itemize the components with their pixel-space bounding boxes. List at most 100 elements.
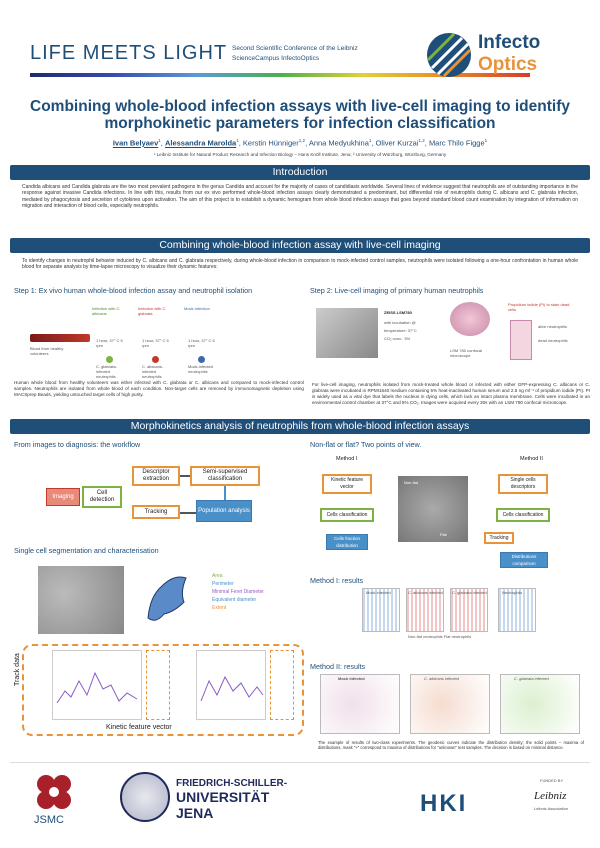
r1-panel-glabrata: [450, 588, 488, 632]
alive-label: alive neutrophils: [538, 324, 567, 329]
workflow-title: From images to diagnosis: the workflow: [14, 440, 141, 449]
leibniz-logo: Leibniz: [534, 790, 567, 802]
cell-shape-image: [140, 568, 192, 628]
blood-label: Blood from healthy volunteers: [30, 346, 64, 356]
author-3-sup: 1,2: [298, 138, 306, 143]
author-6: Marc Thilo Figge: [428, 138, 485, 148]
r1-label-glabrata: C. glabrata infected: [452, 590, 487, 595]
r1-panel-neutrophils: [498, 588, 536, 632]
m1-kinetic-box: Kinetic feature vector: [322, 474, 372, 494]
track-line-1-icon: [56, 671, 138, 704]
r2-panel-albicans: [410, 674, 490, 734]
section-morphokinetics-header: Morphokinetics analysis of neutrophils f…: [10, 419, 590, 434]
author-6-sup: 1: [484, 138, 488, 143]
m2-tracking-box: Tracking: [484, 532, 514, 544]
leibniz-sub: Leibniz Association: [534, 806, 569, 811]
r1-label-albicans: C. albicans infected: [408, 590, 443, 595]
cond-2: temperature: 37°C: [384, 328, 417, 333]
r2-panel-glabrata: [500, 674, 580, 734]
results1-title: Method I: results: [310, 576, 364, 585]
step-1-marker: [106, 356, 113, 363]
m2-descriptors-box: Single cells descriptors: [498, 474, 548, 494]
author-5-sup: 1,2: [418, 138, 425, 143]
pi-label: Propidium iodide (PI) to stain dead cell…: [508, 302, 570, 312]
r1-legend: Non-flat neutrophils Flat neutrophils: [408, 634, 472, 639]
step2-title: Step 2: Live-cell imaging of primary hum…: [310, 286, 484, 295]
step1-text: Human whole blood from healthy volunteer…: [14, 380, 304, 397]
dead-label: dead neutrophils: [538, 338, 568, 343]
cells-image: [510, 320, 532, 360]
r1-panel-mock: [362, 588, 400, 632]
m2-class-box: Cells classification: [496, 508, 550, 522]
step1-result-2: C. albicans-infected neutrophils: [142, 364, 164, 379]
desc-area: Area: [212, 573, 223, 579]
track-data-label: Track data: [14, 653, 21, 686]
jsmc-text: JSMC: [34, 814, 64, 826]
title-line-2: morphokinetic parameters for infection c…: [104, 115, 496, 132]
poster-title: Combining whole-blood infection assays w…: [10, 98, 590, 132]
results2-caption: The example of results of two-class expe…: [318, 740, 584, 751]
step1-incub-3: 1 hour, 37° C 5 rpm: [188, 338, 215, 348]
wf-cell-detection: Cell detection: [82, 486, 122, 508]
method2-label: Method II: [520, 456, 543, 462]
author-4-sup: 1: [368, 138, 372, 143]
step2-diagram: ZEISS LSM780 with incubation @ temperatu…: [312, 298, 590, 380]
step1-result-3: Mock-infected neutrophils: [188, 364, 213, 374]
nonflat-flat-cells-image: [398, 476, 468, 542]
r1-panel-albicans: [406, 588, 444, 632]
affiliations: ¹ Leibniz Institute for Natural Product …: [153, 152, 447, 157]
nonflat-cell-label: Non-flat: [404, 480, 419, 485]
rainbow-bar: [30, 73, 530, 77]
seg-title: Single cell segmentation and characteris…: [14, 546, 159, 555]
infectooptics-mark-icon: [426, 32, 472, 78]
step1-diagram: Blood from healthy volunteers Infection …: [20, 298, 290, 379]
r1-label-mock: Mock infected: [366, 590, 391, 595]
wf-descriptor: Descriptor extraction: [132, 466, 180, 486]
step1-result-1: C. glabrata-infected neutrophils: [96, 364, 117, 379]
footer-divider: [10, 762, 590, 763]
track-plot-2: [196, 650, 266, 720]
method1-label: Method I: [336, 456, 358, 462]
wf-tracking: Tracking: [132, 505, 180, 519]
desc-feret: Minimal Feret Diameter: [212, 589, 264, 595]
hki-logo: HKI: [420, 790, 468, 817]
results1-charts: Mock infected C. albicans infected C. gl…: [362, 588, 542, 640]
fsu-seal: [120, 772, 170, 822]
step1-incub-1: 1 hour, 37° C 5 rpm: [96, 338, 123, 348]
section-combining-header: Combining whole-blood infection assay wi…: [10, 238, 590, 253]
results2-title: Method II: results: [310, 662, 366, 671]
r1-label-neutrophils: Neutrophils: [502, 590, 523, 595]
cond-3: CO₂ conc.: 5%: [384, 336, 411, 341]
desc-perimeter: Perimeter: [212, 581, 234, 587]
step1-label-3: Mock-infection: [184, 306, 210, 311]
step1-label-2: Infection with C. glabrata: [138, 306, 167, 316]
step1-label-1: Infection with C. albicans: [92, 306, 121, 316]
cond-1: with incubation @: [384, 320, 416, 325]
fsu-line-2: UNIVERSITÄT: [176, 789, 270, 805]
r2-panel-mock: [320, 674, 400, 734]
cells-segmentation-image: [38, 566, 124, 634]
desc-extent: Extent: [212, 605, 227, 611]
scope-label: LSM 780 confocal microscope: [450, 348, 483, 358]
section2-intro-text: To identify changes in neutrophil behavi…: [22, 258, 578, 271]
m1-fraction-box: Cells fraction distribution: [326, 534, 368, 550]
track-data-box: [22, 644, 304, 736]
zeiss-label: ZEISS LSM780: [384, 310, 412, 315]
step-2-marker: [152, 356, 159, 363]
step2-text: For live-cell imaging, neutrophils isola…: [312, 382, 590, 405]
track-line-2-icon: [200, 675, 264, 702]
jsmc-mark-icon: [37, 775, 71, 809]
brand-title: LIFE MEETS LIGHT: [30, 42, 228, 64]
author-4: Anna Medyukhina: [308, 138, 369, 148]
author-5: Oliver Kurzai: [375, 138, 419, 148]
fsu-line-3: JENA: [176, 805, 214, 821]
kinetic-label: Kinetic feature vector: [106, 724, 172, 731]
author-1: Ivan Belyaev: [112, 138, 159, 148]
wf-arrow-3: [224, 486, 226, 500]
conference-line-2: ScienceCampus InfectoOptics: [232, 55, 320, 62]
desc-equiv: Equivalent diameter: [212, 597, 257, 603]
logo-text-optics: Optics: [478, 54, 538, 75]
cell-outline-icon: [147, 576, 187, 621]
step1-incub-2: 1 hour, 37° C 5 rpm: [142, 338, 169, 348]
wf-semi: Semi-supervised classification: [190, 466, 260, 486]
